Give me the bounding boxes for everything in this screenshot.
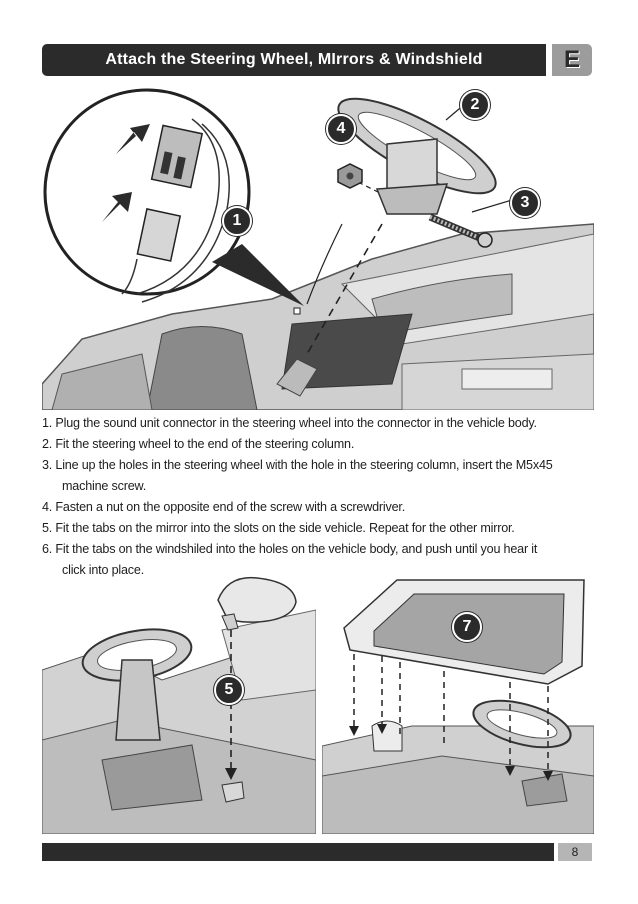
step-badge-3: 3 (510, 188, 540, 218)
step-badge-2: 2 (460, 90, 490, 120)
instruction-line: 1. Plug the sound unit connector in the … (42, 416, 537, 430)
steering-wheel-illustration: 1 2 3 4 (41, 84, 595, 411)
mirror-illustration: 5 (41, 570, 317, 835)
footer-bar (42, 843, 554, 861)
section-tab: E (552, 44, 592, 76)
section-letter: E (563, 46, 580, 73)
steering-wheel-drawing (41, 88, 595, 411)
instruction-line: 2. Fit the steering wheel to the end of … (42, 437, 355, 451)
instruction-line: 3. Line up the holes in the steering whe… (42, 458, 553, 472)
instruction-line: 6. Fit the tabs on the windshiled into t… (42, 542, 538, 556)
instruction-list: 1. Plug the sound unit connector in the … (42, 413, 602, 581)
page-footer: 8 (42, 843, 592, 861)
instruction-line: 4. Fasten a nut on the opposite end of t… (42, 500, 406, 514)
instruction-line: 5. Fit the tabs on the mirror into the s… (42, 521, 515, 535)
page-number: 8 (558, 843, 592, 861)
mirror-drawing (41, 576, 317, 835)
step-badge-1: 1 (222, 206, 252, 236)
step-badge-4: 4 (326, 114, 356, 144)
step-badge-5: 5 (214, 675, 244, 705)
header-background (42, 44, 546, 76)
step-badge-7: 7 (452, 612, 482, 642)
instruction-line: machine screw. (62, 479, 146, 493)
windshield-illustration: 7 (321, 576, 595, 835)
instruction-line: click into place. (62, 563, 144, 577)
section-header: Attach the Steering Wheel, MIrrors & Win… (42, 44, 592, 76)
page-title: Attach the Steering Wheel, MIrrors & Win… (105, 51, 483, 68)
